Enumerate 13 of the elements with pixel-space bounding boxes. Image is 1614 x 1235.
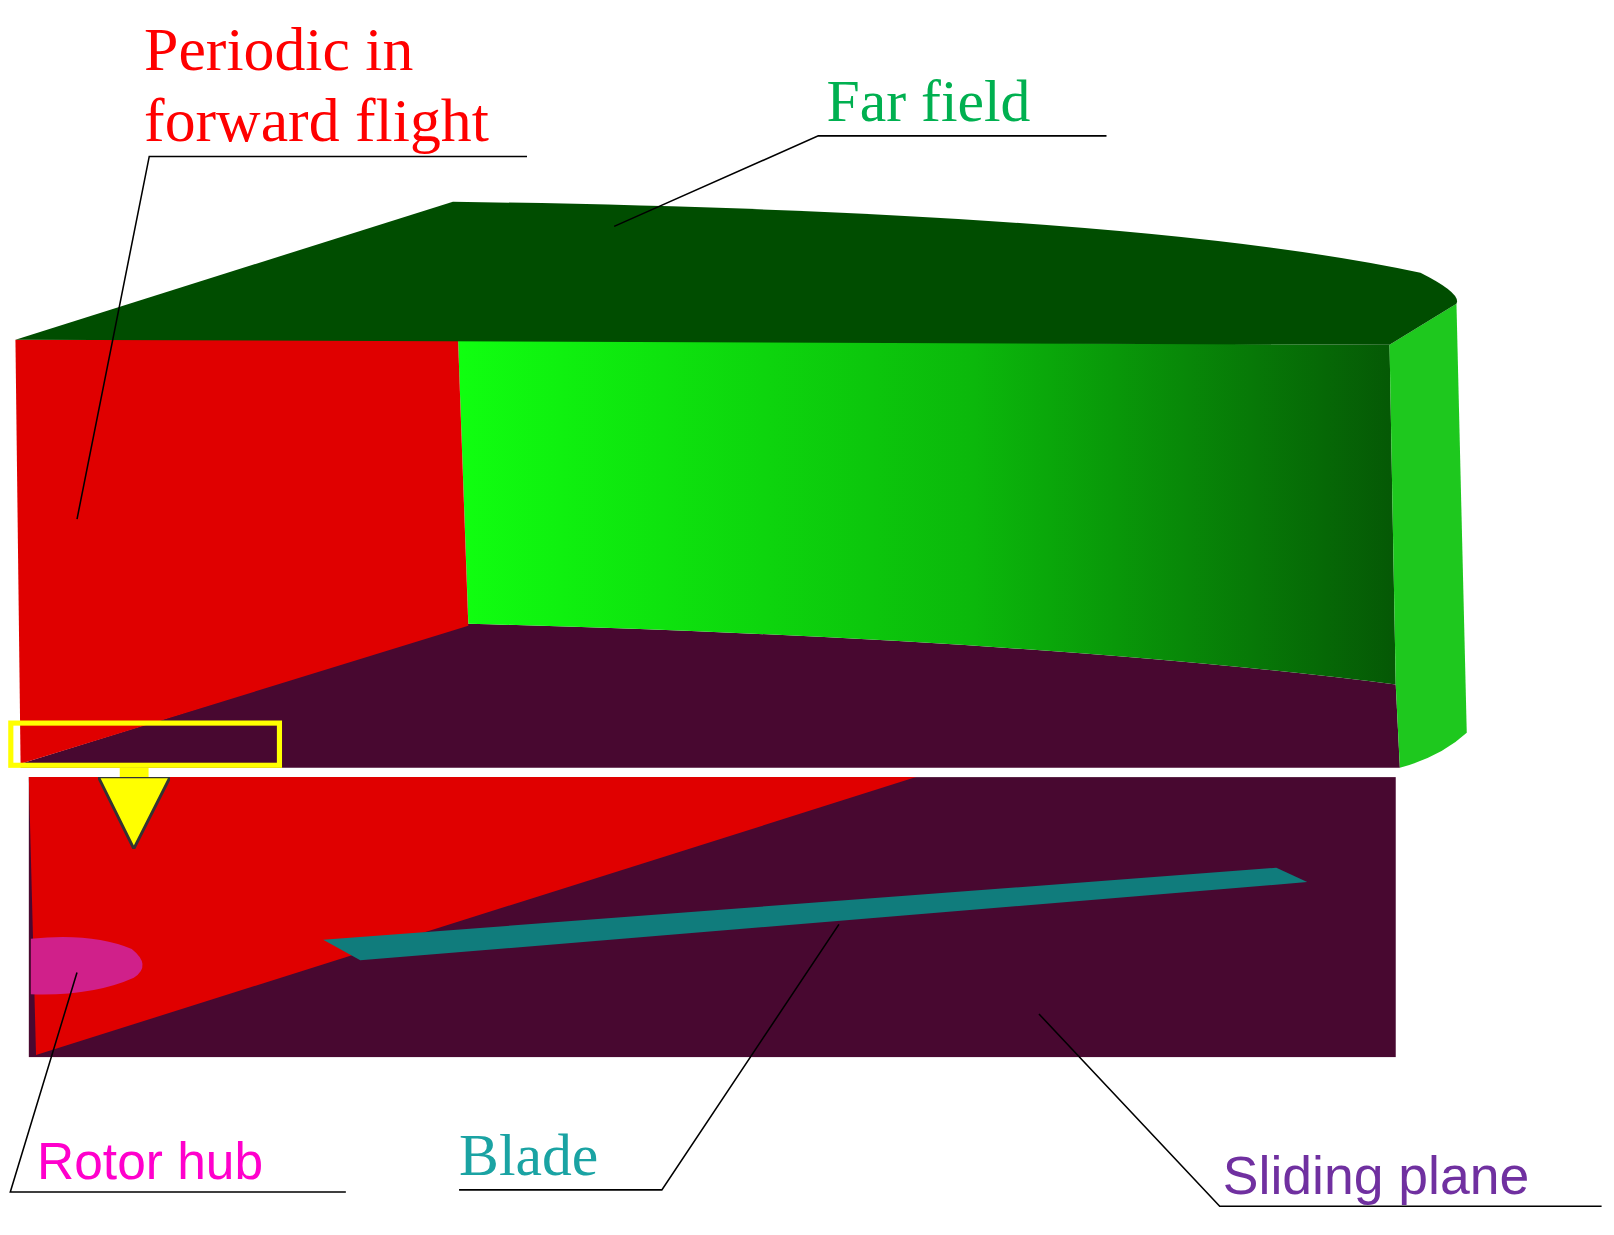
block-arrow (96, 767, 172, 851)
boundary-label: Rotor hub (37, 1130, 346, 1192)
boundary-label: Periodic in forward flight (144, 14, 556, 157)
leader-line (9, 971, 347, 1193)
leader-line (613, 135, 1108, 228)
boundary-label: Blade (459, 1121, 662, 1190)
boundary-label: Sliding plane (1222, 1144, 1602, 1207)
leader-line (1038, 1013, 1603, 1208)
leader-line (76, 155, 528, 520)
boundary-label: Far field (826, 67, 1107, 136)
zoomed-view-panel (28, 777, 1396, 1058)
zoom-frame (8, 720, 283, 768)
leader-line (458, 923, 840, 1191)
